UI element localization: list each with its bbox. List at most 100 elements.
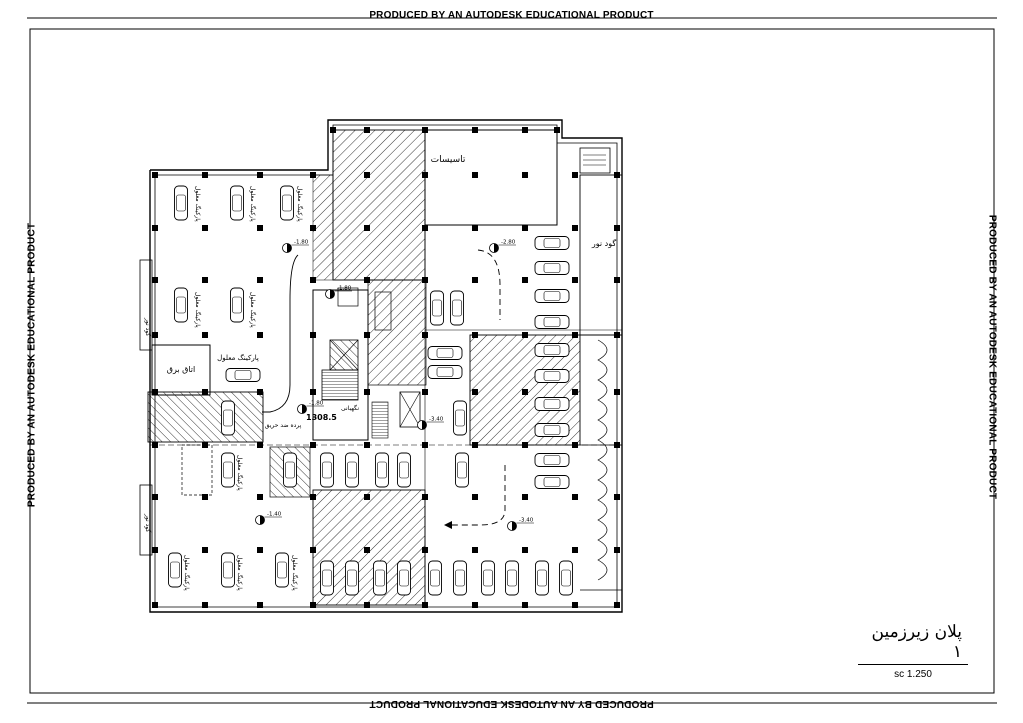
column bbox=[472, 277, 478, 283]
car bbox=[174, 287, 188, 323]
column bbox=[257, 225, 263, 231]
column bbox=[310, 442, 316, 448]
column bbox=[472, 127, 478, 133]
column bbox=[257, 172, 263, 178]
car bbox=[230, 287, 244, 323]
column bbox=[310, 332, 316, 338]
light-well-left-2 bbox=[139, 484, 153, 556]
car bbox=[430, 290, 444, 326]
column bbox=[472, 332, 478, 338]
column bbox=[422, 277, 428, 283]
sheet-border bbox=[29, 28, 995, 694]
column bbox=[310, 172, 316, 178]
column bbox=[572, 225, 578, 231]
column bbox=[202, 494, 208, 500]
elevator-2 bbox=[399, 391, 421, 428]
car bbox=[397, 560, 411, 596]
installations-room bbox=[424, 129, 558, 226]
column bbox=[472, 442, 478, 448]
column bbox=[614, 332, 620, 338]
label-disabled-parking: پارکینگ معلول bbox=[217, 353, 259, 362]
column bbox=[572, 389, 578, 395]
car bbox=[534, 315, 570, 329]
column bbox=[522, 277, 528, 283]
column bbox=[422, 547, 428, 553]
car bbox=[453, 560, 467, 596]
label-installations: تاسیسات bbox=[431, 155, 466, 165]
column bbox=[364, 494, 370, 500]
car bbox=[221, 400, 235, 436]
column bbox=[614, 442, 620, 448]
label-parking-v2: پارکینگ معلول bbox=[249, 186, 257, 222]
column bbox=[522, 602, 528, 608]
car bbox=[427, 365, 463, 379]
column bbox=[152, 225, 158, 231]
column bbox=[152, 547, 158, 553]
car bbox=[534, 369, 570, 383]
level-value: -1.80 bbox=[337, 286, 352, 292]
car bbox=[455, 452, 469, 488]
car bbox=[559, 560, 573, 596]
car bbox=[168, 552, 182, 588]
car bbox=[534, 236, 570, 250]
label-parking-v3: پارکینگ معلول bbox=[296, 186, 304, 222]
column bbox=[202, 442, 208, 448]
level-marker: -1.40 bbox=[255, 512, 282, 525]
car bbox=[320, 452, 334, 488]
title-block: پلان زیرزمین ۱ sc 1.250 bbox=[858, 622, 968, 680]
column bbox=[614, 172, 620, 178]
column bbox=[310, 225, 316, 231]
column bbox=[554, 127, 560, 133]
column bbox=[572, 332, 578, 338]
column bbox=[310, 389, 316, 395]
electric-room bbox=[151, 344, 211, 396]
label-light-well-left-1: گود نور bbox=[144, 317, 152, 336]
column bbox=[422, 442, 428, 448]
label-parking-v9: پارکینگ معلول bbox=[291, 555, 299, 591]
column bbox=[472, 225, 478, 231]
column bbox=[614, 389, 620, 395]
car bbox=[534, 423, 570, 437]
car bbox=[450, 290, 464, 326]
column bbox=[522, 547, 528, 553]
label-parking-v1: پارکینگ معلول bbox=[194, 186, 202, 222]
car bbox=[225, 368, 261, 382]
ramp-left bbox=[147, 391, 264, 443]
level-marker: -3.40 bbox=[417, 417, 444, 430]
parked-cars bbox=[168, 185, 573, 596]
column bbox=[422, 494, 428, 500]
car bbox=[534, 475, 570, 489]
car bbox=[535, 560, 549, 596]
column bbox=[614, 277, 620, 283]
column bbox=[202, 332, 208, 338]
column bbox=[257, 547, 263, 553]
column bbox=[257, 332, 263, 338]
car bbox=[174, 185, 188, 221]
label-light-well-left-2: گود نور bbox=[144, 513, 152, 532]
car bbox=[481, 560, 495, 596]
car bbox=[345, 452, 359, 488]
column bbox=[202, 225, 208, 231]
column bbox=[257, 389, 263, 395]
level-marker: -1.80 bbox=[282, 240, 309, 253]
car bbox=[230, 185, 244, 221]
column bbox=[522, 494, 528, 500]
ramp-center bbox=[367, 279, 427, 386]
plan-title: پلان زیرزمین ۱ bbox=[871, 622, 962, 662]
label-parking-v4: پارکینگ معلول bbox=[194, 292, 202, 328]
car bbox=[534, 343, 570, 357]
column bbox=[472, 547, 478, 553]
column bbox=[472, 494, 478, 500]
plan-scale: sc 1.250 bbox=[894, 669, 932, 680]
column bbox=[522, 127, 528, 133]
column bbox=[522, 332, 528, 338]
column bbox=[572, 547, 578, 553]
column bbox=[257, 494, 263, 500]
column bbox=[257, 442, 263, 448]
column bbox=[422, 602, 428, 608]
label-light-well: گود نور bbox=[591, 238, 616, 248]
level-value: -3.40 bbox=[429, 417, 444, 423]
column bbox=[614, 547, 620, 553]
column bbox=[522, 225, 528, 231]
label-parking-v8: پارکینگ معلول bbox=[236, 555, 244, 591]
